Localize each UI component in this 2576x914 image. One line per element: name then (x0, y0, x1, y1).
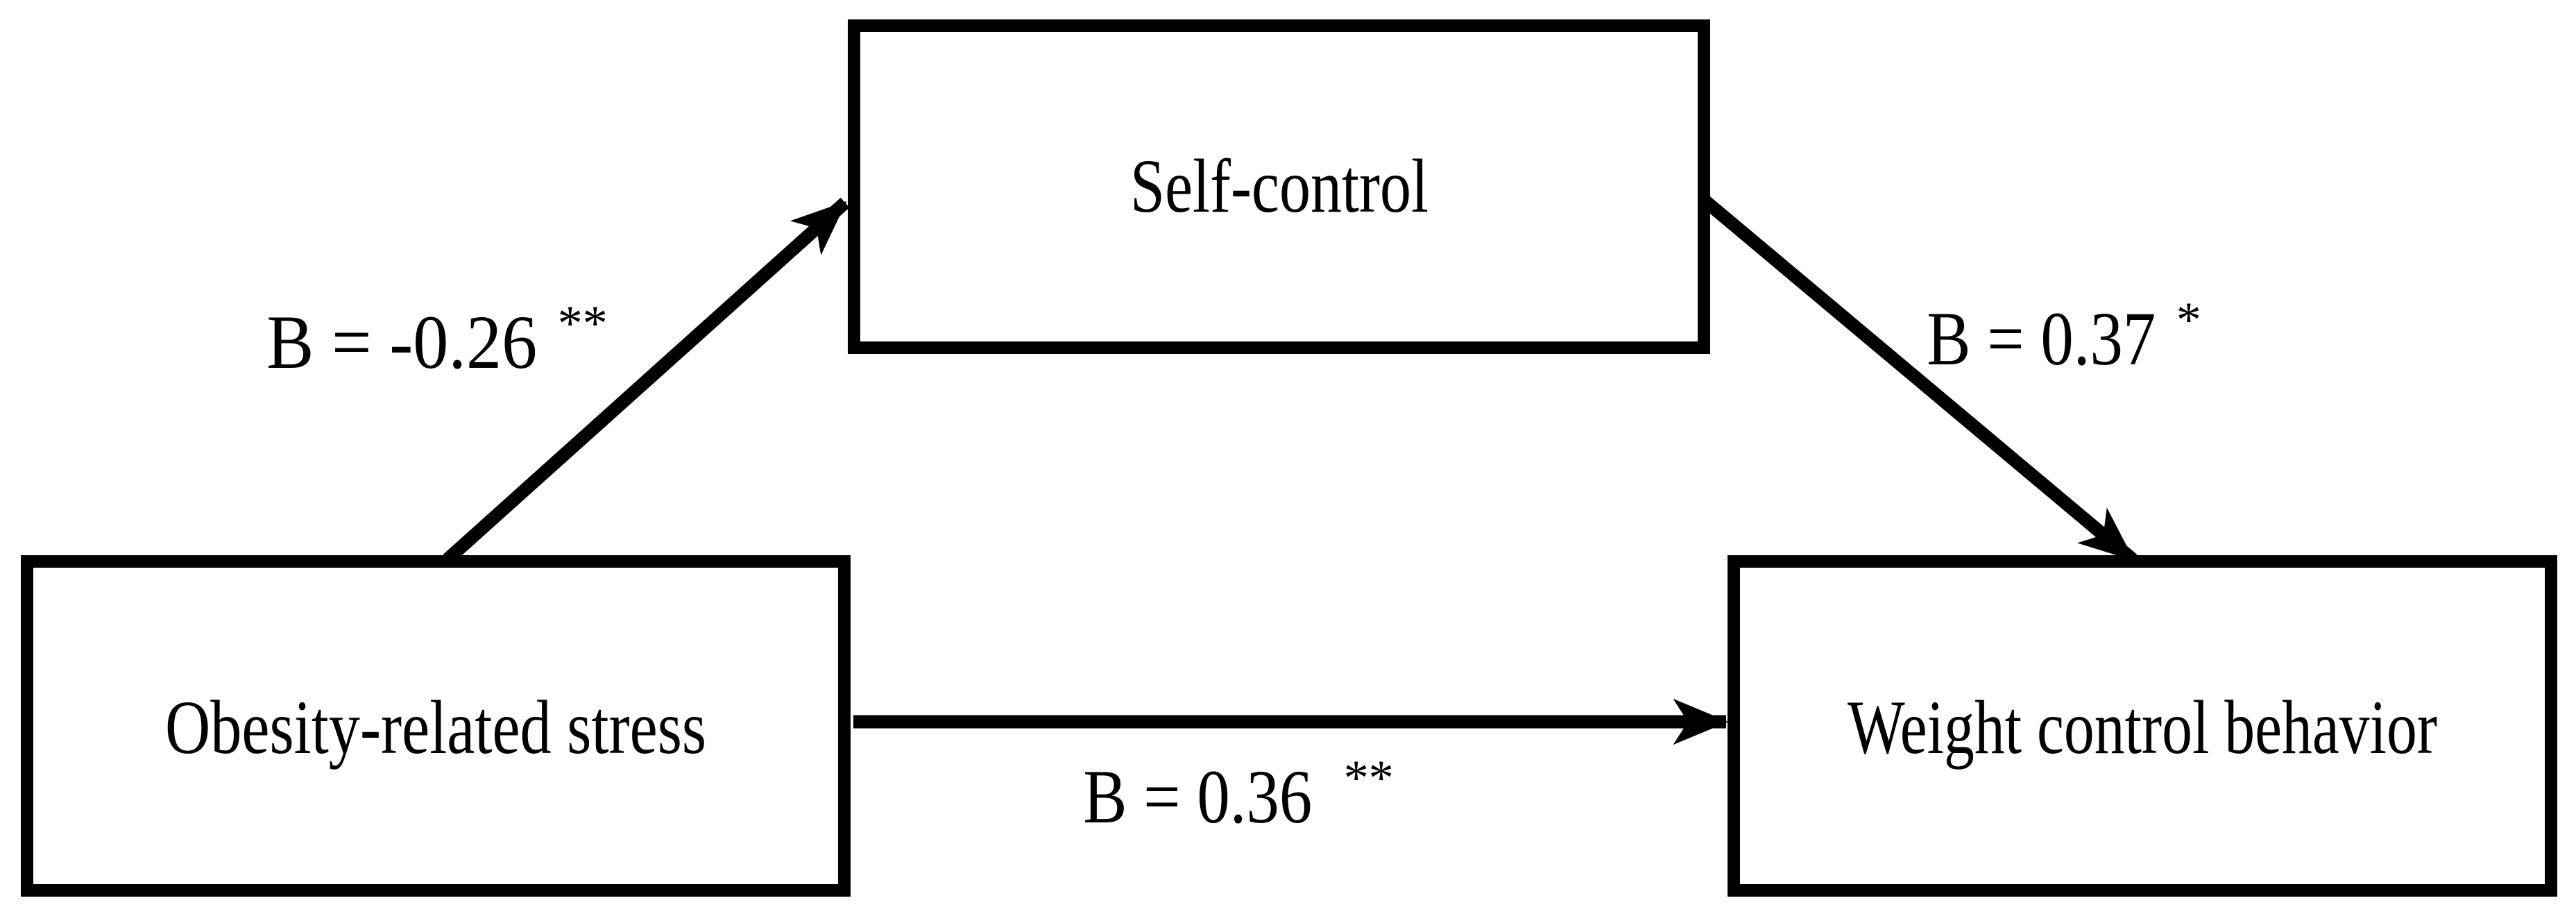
path-c-coefficient-label: B = 0.36 ** (1083, 750, 1394, 839)
path-b-coefficient-label: B = 0.37 * (1927, 292, 2201, 381)
path-a-coefficient-label: B = -0.26 ** (266, 296, 608, 384)
path-b-arrow (1699, 194, 2138, 565)
outcome-node-box (1728, 555, 2557, 897)
mediator-node-box (848, 19, 1710, 354)
path-a-arrow (443, 197, 850, 565)
outcome-node-label: Weight control behavior (1848, 685, 2437, 770)
mediator-node-label: Self-control (1130, 144, 1428, 228)
predictor-node-box (21, 555, 851, 897)
predictor-node-label: Obesity-related stress (165, 685, 706, 770)
